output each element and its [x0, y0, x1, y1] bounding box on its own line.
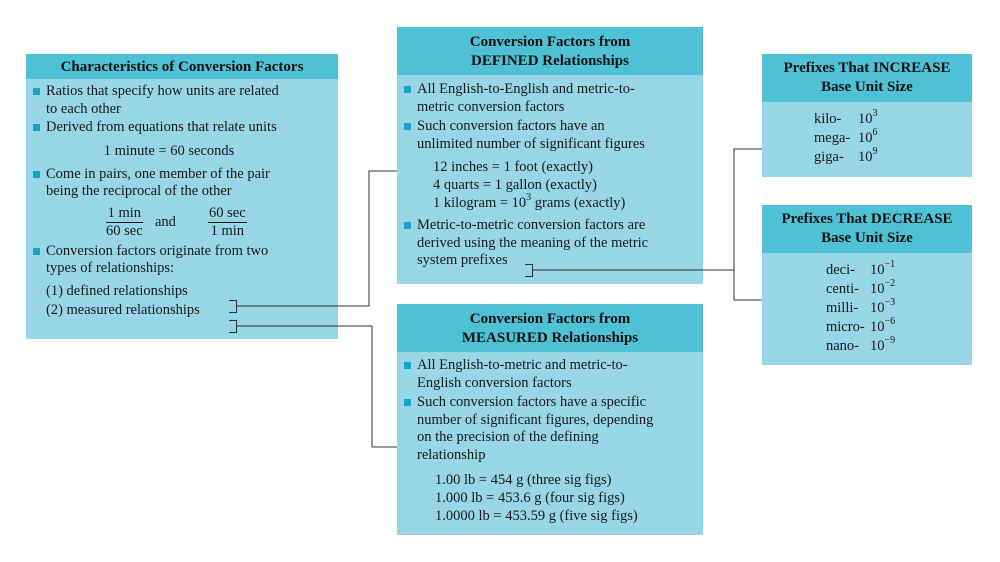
bullet-specific-sig-figs: Such conversion factors have a specific …	[401, 394, 697, 464]
bullet-origins: Conversion factors originate from two ty…	[30, 243, 332, 278]
measured-title: Conversion Factors from MEASURED Relatio…	[397, 304, 703, 352]
bullet-icon	[404, 123, 411, 130]
prefix-row: kilo-103	[814, 108, 878, 127]
bullet-icon	[33, 124, 40, 131]
bullet-english-metric: All English-to-metric and metric-to- Eng…	[401, 357, 697, 392]
decrease-prefix-list: deci-10−1 centi-10−2 milli-10−3 micro-10…	[762, 253, 972, 356]
bullet-icon	[33, 88, 40, 95]
measured-examples: 1.00 lb = 454 g (three sig figs) 1.000 l…	[435, 472, 638, 524]
defined-title: Conversion Factors from DEFINED Relation…	[397, 27, 703, 75]
increase-prefix-list: kilo-103 mega-106 giga-109	[762, 102, 972, 167]
increase-title: Prefixes That INCREASE Base Unit Size	[762, 54, 972, 102]
bracket-prefixes	[525, 264, 533, 277]
bullet-icon	[404, 362, 411, 369]
prefix-row: mega-106	[814, 127, 878, 146]
bullet-ratios: Ratios that specify how units are relate…	[30, 83, 332, 118]
fraction-pair: 1 min 60 sec and 60 sec 1 min	[30, 201, 332, 241]
defined-relationships-box: Conversion Factors from DEFINED Relation…	[397, 27, 703, 284]
bullet-unlimited-sig-figs: Such conversion factors have an unlimite…	[401, 118, 697, 153]
prefix-row: giga-109	[814, 146, 878, 165]
bullet-icon	[404, 399, 411, 406]
defined-relationships-label: (1) defined relationships	[46, 282, 188, 299]
prefix-row: deci-10−1	[826, 259, 896, 278]
increase-prefixes-box: Prefixes That INCREASE Base Unit Size ki…	[762, 54, 972, 177]
bullet-english-english: All English-to-English and metric-to- me…	[401, 81, 697, 116]
bullet-icon	[33, 170, 40, 178]
bracket-defined	[229, 300, 237, 313]
equation-minute: 1 minute = 60 seconds	[103, 142, 235, 159]
defined-examples: 12 inches = 1 foot (exactly) 4 quarts = …	[433, 159, 626, 211]
bullet-icon	[404, 222, 411, 229]
measured-relationships-box: Conversion Factors from MEASURED Relatio…	[397, 304, 703, 535]
connector-measured	[237, 325, 397, 448]
connector-prefix-split	[733, 148, 762, 301]
prefix-row: centi-10−2	[826, 278, 896, 297]
bullet-derived: Derived from equations that relate units	[30, 119, 332, 137]
and-label: and	[155, 213, 176, 230]
prefix-row: micro-10−6	[826, 316, 896, 335]
fraction-sec-per-min: 60 sec 1 min	[208, 204, 247, 239]
characteristics-title: Characteristics of Conversion Factors	[26, 54, 338, 79]
fraction-min-per-sec: 1 min 60 sec	[106, 204, 143, 239]
bullet-metric-prefixes: Metric-to-metric conversion factors are …	[401, 217, 697, 270]
prefix-row: nano-10−9	[826, 335, 896, 354]
decrease-prefixes-box: Prefixes That DECREASE Base Unit Size de…	[762, 205, 972, 365]
characteristics-box: Characteristics of Conversion Factors Ra…	[26, 54, 338, 339]
prefix-row: milli-10−3	[826, 297, 896, 316]
bracket-measured	[229, 320, 237, 333]
decrease-title: Prefixes That DECREASE Base Unit Size	[762, 205, 972, 253]
bullet-pairs: Come in pairs, one member of the pair be…	[30, 166, 332, 201]
connector-defined	[237, 170, 397, 307]
bullet-icon	[33, 247, 40, 255]
bullet-icon	[404, 86, 411, 93]
measured-relationships-label: (2) measured relationships	[46, 301, 200, 318]
